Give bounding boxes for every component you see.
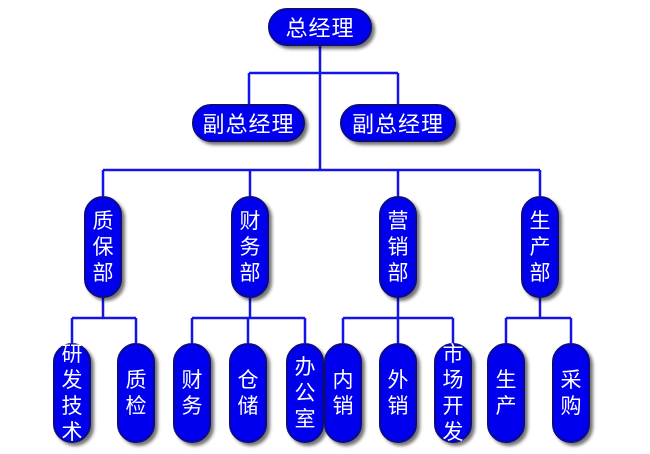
sub-unit-node: 市场开发: [434, 342, 472, 444]
dept-label: 财务部: [239, 209, 261, 285]
dept-node: 营销部: [379, 196, 417, 298]
sub-unit-label: 生产: [495, 368, 517, 418]
vice-label: 副总经理: [202, 113, 295, 138]
dept-label: 生产部: [529, 209, 551, 285]
sub-unit-node: 财务: [173, 343, 211, 443]
sub-unit-label: 质检: [125, 368, 147, 418]
sub-unit-node: 研发技术: [53, 342, 91, 444]
sub-unit-node: 办公室: [286, 343, 324, 443]
vice-node: 副总经理: [192, 104, 305, 142]
sub-unit-node: 生产: [487, 343, 525, 443]
dept-label: 质保部: [92, 209, 114, 285]
sub-unit-label: 财务: [181, 368, 203, 418]
vice-node: 副总经理: [340, 104, 456, 142]
dept-node: 财务部: [231, 196, 269, 298]
ceo-label: 总经理: [285, 17, 355, 42]
sub-unit-node: 质检: [117, 343, 155, 443]
sub-unit-node: 外销: [379, 343, 417, 443]
vice-label: 副总经理: [351, 113, 444, 138]
dept-node: 质保部: [84, 196, 122, 298]
sub-unit-label: 办公室: [294, 355, 316, 431]
sub-unit-node: 内销: [324, 343, 362, 443]
sub-unit-label: 市场开发: [442, 342, 464, 444]
sub-unit-node: 仓储: [229, 343, 267, 443]
ceo-node: 总经理: [268, 8, 372, 46]
dept-node: 生产部: [521, 196, 559, 298]
sub-unit-label: 采购: [560, 368, 582, 418]
sub-unit-label: 研发技术: [61, 342, 83, 444]
sub-unit-label: 仓储: [237, 368, 259, 418]
dept-label: 营销部: [387, 209, 409, 285]
sub-unit-label: 外销: [387, 368, 409, 418]
sub-unit-label: 内销: [332, 368, 354, 418]
sub-unit-node: 采购: [552, 343, 590, 443]
